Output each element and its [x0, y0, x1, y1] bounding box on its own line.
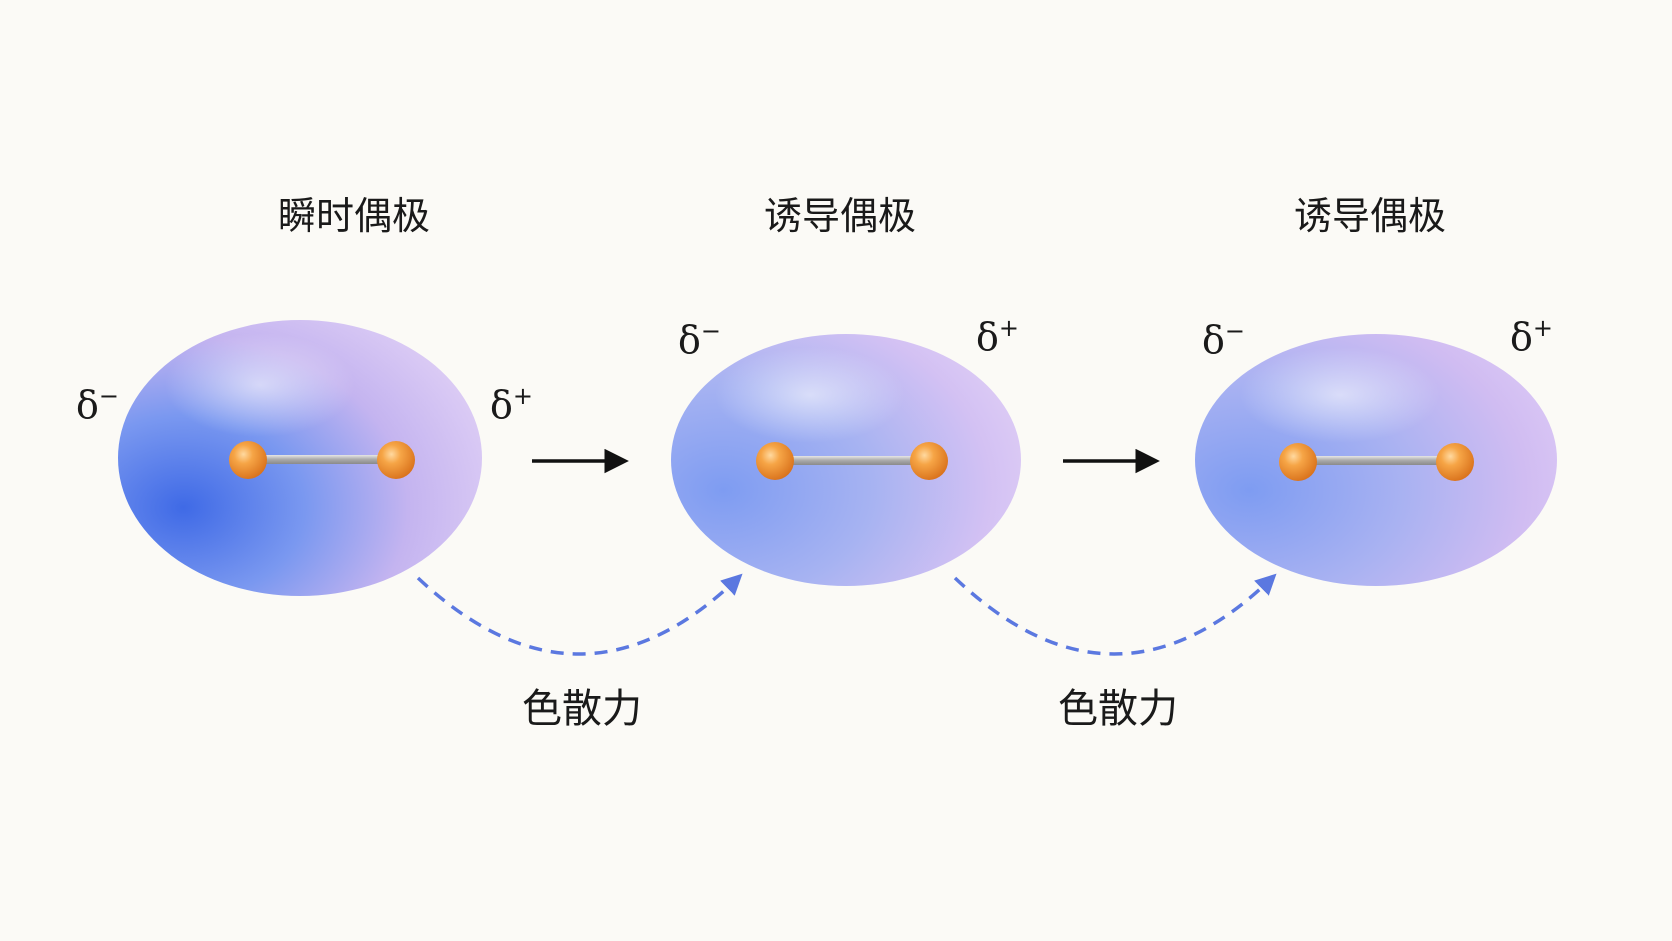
- cloud-highlight-3: [1240, 347, 1440, 443]
- atom-2a: [756, 442, 794, 480]
- dispersion-arrow-1: [416, 573, 743, 656]
- molecule-1-title: 瞬时偶极: [278, 194, 430, 238]
- molecule-3-title: 诱导偶极: [1294, 194, 1446, 238]
- molecule-2-delta-plus: δ+: [976, 314, 1019, 359]
- atom-3b: [1436, 443, 1474, 481]
- molecule-1-delta-minus: δ−: [76, 382, 119, 427]
- bond-1: [246, 455, 396, 464]
- molecule-2: 诱导偶极 δ− δ+: [671, 194, 1021, 586]
- atom-3a: [1279, 443, 1317, 481]
- molecule-2-title: 诱导偶极: [764, 194, 916, 238]
- atom-1b: [377, 441, 415, 479]
- atom-2b: [910, 442, 948, 480]
- molecule-1: 瞬时偶极 δ− δ+: [76, 194, 533, 596]
- molecule-3: 诱导偶极 δ− δ+: [1195, 194, 1557, 586]
- dispersion-arrow-2: [953, 573, 1277, 656]
- dispersion-force-label-1: 色散力: [522, 686, 642, 732]
- molecule-3-delta-minus: δ−: [1202, 317, 1245, 362]
- bond-3: [1298, 456, 1456, 465]
- atom-1a: [229, 441, 267, 479]
- molecule-2-delta-minus: δ−: [678, 317, 721, 362]
- bond-2: [774, 456, 930, 465]
- molecule-3-delta-plus: δ+: [1510, 314, 1553, 359]
- molecule-1-delta-plus: δ+: [490, 382, 533, 427]
- cloud-highlight-2: [715, 347, 905, 443]
- cloud-highlight-1: [165, 333, 355, 437]
- dispersion-force-label-2: 色散力: [1058, 686, 1178, 732]
